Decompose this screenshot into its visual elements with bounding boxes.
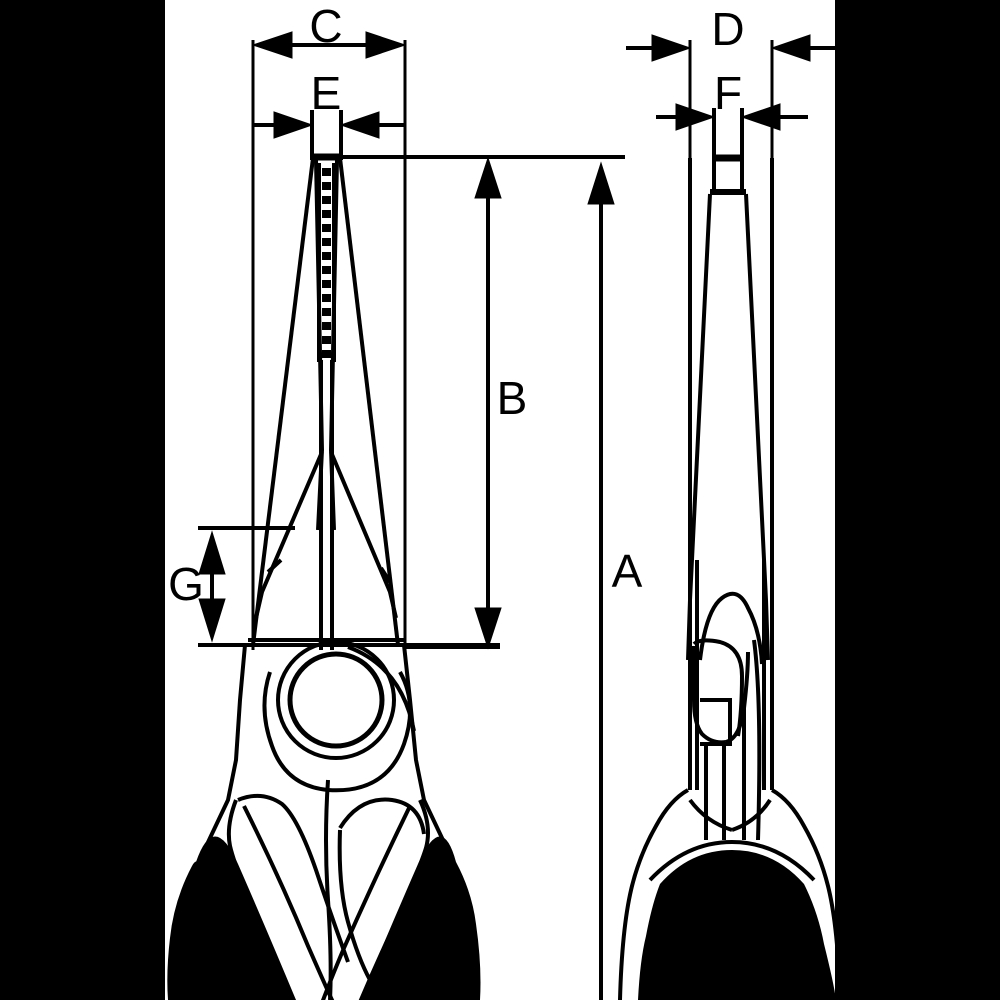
left-margin-bar [0,0,165,1000]
side-joint-rib-d [752,639,762,841]
dim-arrow-e [253,111,405,139]
front-grip-rubber-fill [167,836,481,1000]
front-pivot-boss [276,640,397,760]
front-grip-panel-right [338,797,426,835]
dimension-label-e: E [311,67,342,119]
front-grip-panel-left [237,793,350,963]
dimension-label-f: F [714,67,742,119]
front-grip-divider [324,779,333,1000]
side-grip-rubber-fill [638,850,836,1000]
side-handle-flare-right [770,788,842,1000]
front-view-pliers [173,153,480,1000]
front-jaw-left-outer [251,157,315,646]
dimension-label-group: C E D F B A G [168,0,745,610]
side-grip-rubber [638,850,836,1000]
front-pivot-ring-inner [287,651,385,749]
side-joint-tab [700,698,732,746]
dimension-label-g: G [168,558,204,610]
front-cutter-notch-right [379,566,392,584]
dim-arrow-d [626,34,838,62]
dim-arrow-f [656,103,808,131]
front-cutter-notch-left [266,558,283,574]
dim-arrow-b [474,156,502,650]
front-cutter-right [329,451,398,619]
front-jaw-right-outer [338,157,400,646]
dimension-label-a: A [612,545,643,597]
side-joint-outline [698,591,764,665]
front-grip-rubber-right [360,836,481,1000]
dim-arrow-g [198,530,226,643]
front-handle-facet-right2 [320,805,412,1000]
right-margin-bar [835,0,1000,1000]
front-handle-facet-left2 [242,805,335,1000]
side-handle-rim [648,839,816,882]
dim-arrow-a [587,161,615,1000]
front-cutter-left [254,451,324,619]
dimension-lines [198,31,838,1000]
side-joint-outline2 [692,638,745,737]
front-upper-right-swoop [347,645,416,732]
front-grip-rubber-left-b [167,861,258,1000]
side-view-pliers [618,154,842,1000]
dim-arrow-c [251,31,407,59]
dimension-label-d: D [711,3,744,55]
side-handle-neck-right [731,798,772,832]
front-jaw-serrations [322,168,331,358]
dimension-label-c: C [309,0,342,52]
side-handle-neck-left [688,798,733,832]
front-grip-panel-right2 [337,829,372,981]
dimension-label-b: B [497,372,528,424]
side-handle-flare-left [618,788,690,1000]
